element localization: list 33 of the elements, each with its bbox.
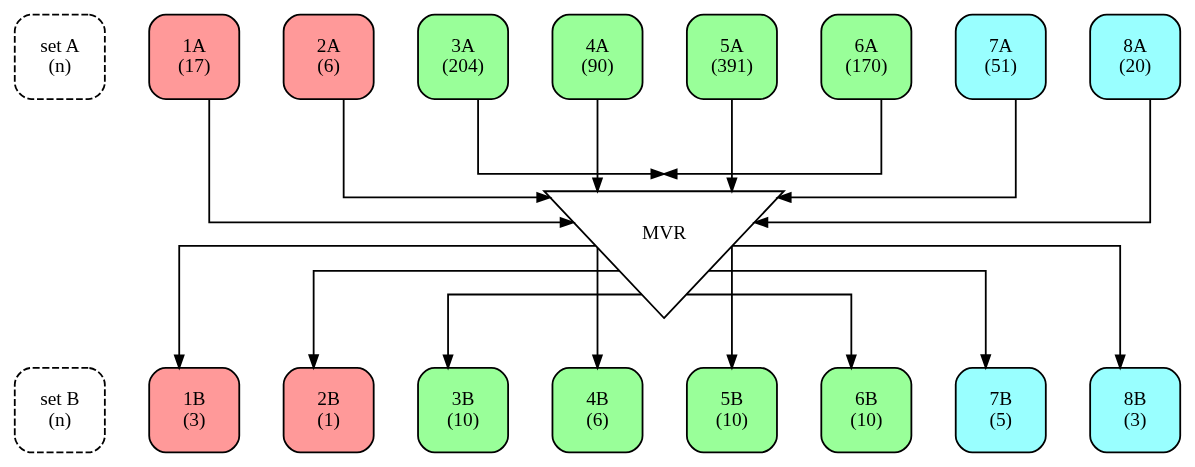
node-box: 4B (6) — [551, 367, 644, 454]
arrow — [707, 270, 992, 371]
arrow — [173, 245, 597, 371]
arrow — [752, 98, 1152, 229]
node-box: 3A (204) — [417, 13, 509, 100]
node-box: 2A (6) — [282, 13, 375, 100]
node-box: 7A (51) — [954, 13, 1047, 100]
node-box: 4A (90) — [551, 13, 644, 100]
node-box: set A (n) — [13, 13, 106, 100]
arrow — [775, 98, 1017, 204]
node-box: set B (n) — [13, 367, 106, 454]
arrow — [308, 270, 621, 371]
arrow — [726, 98, 738, 194]
node-box: 8B (3) — [1089, 367, 1182, 454]
arrow — [591, 247, 604, 371]
arrow — [591, 98, 604, 194]
arrow — [726, 245, 738, 371]
node-box: 6A (170) — [820, 13, 913, 100]
node-box: 1A (17) — [148, 13, 241, 100]
arrow — [685, 293, 857, 371]
node-box: 5A (391) — [686, 13, 778, 100]
arrow — [442, 293, 643, 371]
node-box: 2B (1) — [282, 367, 375, 454]
node-box: 3B (10) — [417, 367, 509, 454]
node-box: 1B (3) — [148, 367, 241, 454]
node-box: 7B (5) — [954, 367, 1047, 454]
arrow — [208, 98, 576, 229]
arrow — [731, 245, 1126, 371]
arrow — [342, 98, 553, 204]
node-box: 6B (10) — [820, 367, 913, 454]
node-box: 8A (20) — [1089, 13, 1182, 100]
arrow — [661, 98, 883, 180]
node-box: 5B (10) — [686, 367, 778, 454]
